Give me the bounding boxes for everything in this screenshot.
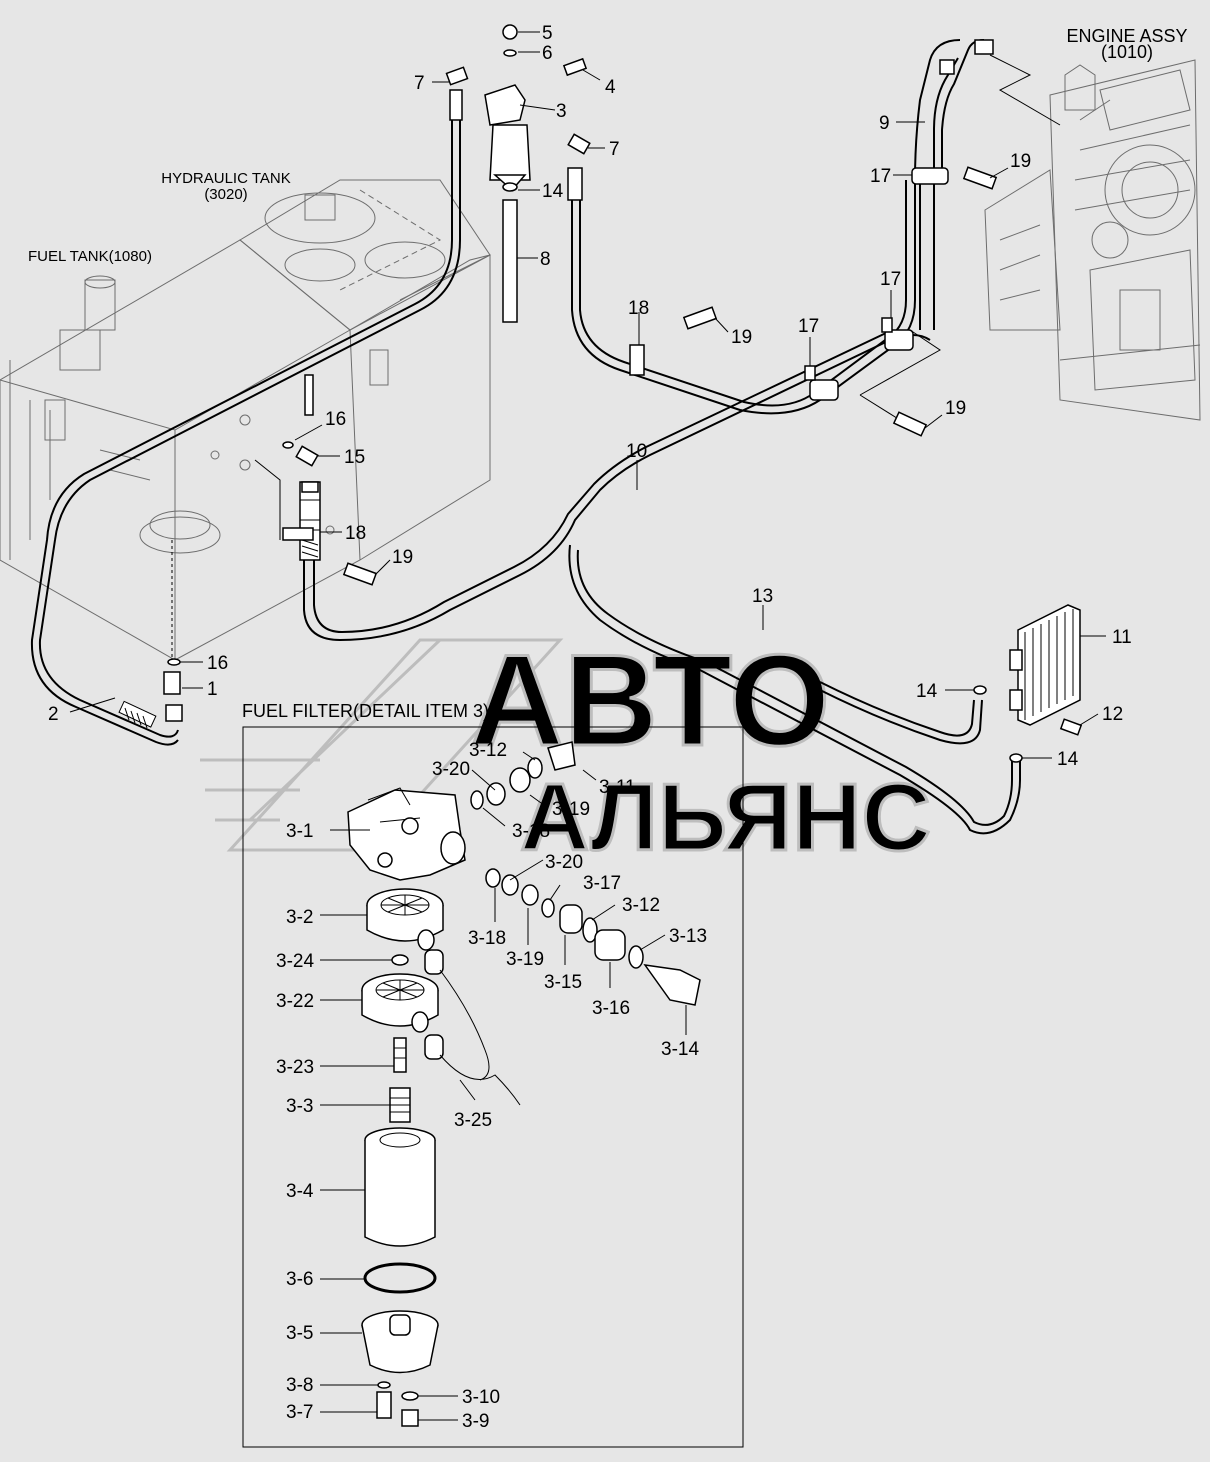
fuel-filter-detail: FUEL FILTER(DETAIL ITEM 3): [242, 701, 744, 1448]
label-7-left: 7: [414, 73, 425, 94]
label-3-17: 3-17: [583, 873, 621, 894]
label-2: 2: [48, 704, 59, 725]
label-11: 11: [1112, 627, 1132, 648]
label-3-6: 3-6: [286, 1269, 313, 1290]
label-1: 1: [207, 679, 218, 700]
label-3-3: 3-3: [286, 1096, 313, 1117]
label-16-lower: 16: [207, 653, 228, 674]
engine-heading: ENGINE ASSY: [1066, 26, 1187, 46]
label-3-5: 3-5: [286, 1323, 313, 1344]
leader-lines: [69, 31, 1106, 759]
label-3-24: 3-24: [276, 951, 314, 972]
label-19-right: 19: [945, 398, 966, 419]
hydraulic-tank-heading-code: (3020): [204, 186, 247, 203]
label-3-23: 3-23: [276, 1057, 314, 1078]
label-3-8: 3-8: [286, 1375, 313, 1396]
label-3-25: 3-25: [454, 1110, 492, 1131]
watermark: АВТО АЛЬЯНС: [200, 626, 932, 873]
label-19-mid: 19: [731, 327, 752, 348]
label-3-9: 3-9: [462, 1411, 489, 1432]
label-4: 4: [605, 77, 616, 98]
label-3-16: 3-16: [592, 998, 630, 1019]
label-17-top: 17: [870, 166, 891, 187]
label-19-lower: 19: [392, 547, 413, 568]
label-17-mid: 17: [798, 316, 819, 337]
label-14-low: 14: [1057, 749, 1079, 770]
engine-assembly: [984, 59, 1201, 421]
label-8: 8: [540, 249, 551, 270]
label-7-right: 7: [609, 139, 620, 160]
label-3-20b: 3-20: [545, 852, 583, 873]
label-5: 5: [542, 23, 553, 44]
label-3-14: 3-14: [661, 1039, 699, 1060]
label-19-top: 19: [1010, 151, 1031, 172]
tanks: [0, 179, 491, 661]
label-12: 12: [1102, 704, 1123, 725]
label-3-2: 3-2: [286, 907, 313, 928]
label-14-top: 14: [542, 181, 564, 202]
label-3: 3: [556, 101, 567, 122]
label-3-1: 3-1: [286, 821, 313, 842]
label-3-22: 3-22: [276, 991, 314, 1012]
label-3-15: 3-15: [544, 972, 582, 993]
label-18-lower: 18: [345, 523, 366, 544]
small-parts: [163, 24, 1083, 763]
label-3-12a: 3-12: [469, 740, 507, 761]
label-3-10: 3-10: [462, 1387, 500, 1408]
label-10: 10: [626, 441, 647, 462]
label-3-18a: 3-18: [512, 821, 550, 842]
pipes: [30, 39, 1061, 835]
label-3-13: 3-13: [669, 926, 707, 947]
label-3-20a: 3-20: [432, 759, 470, 780]
label-3-12b: 3-12: [622, 895, 660, 916]
label-3-19b: 3-19: [506, 949, 544, 970]
engine-heading-code: (1010): [1101, 42, 1153, 62]
detail-heading: FUEL FILTER(DETAIL ITEM 3): [242, 701, 489, 721]
label-3-4: 3-4: [286, 1181, 314, 1202]
label-14-mid: 14: [916, 681, 938, 702]
part-labels: ENGINE ASSY (1010) HYDRAULIC TANK (3020)…: [28, 23, 1188, 770]
fuel-tank-heading: FUEL TANK(1080): [28, 248, 152, 265]
label-13: 13: [752, 586, 773, 607]
label-3-11: 3-11: [599, 777, 636, 798]
label-16-upper: 16: [325, 409, 346, 430]
label-3-7: 3-7: [286, 1402, 313, 1423]
label-9: 9: [879, 113, 890, 134]
hydraulic-tank-heading: HYDRAULIC TANK: [161, 170, 290, 187]
label-3-19a: 3-19: [552, 799, 590, 820]
label-18-top: 18: [628, 298, 649, 319]
label-6: 6: [542, 43, 553, 64]
label-17-right: 17: [880, 269, 901, 290]
watermark-bottom: АЛЬЯНС: [520, 764, 931, 871]
label-3-18b: 3-18: [468, 928, 506, 949]
label-15: 15: [344, 447, 365, 468]
